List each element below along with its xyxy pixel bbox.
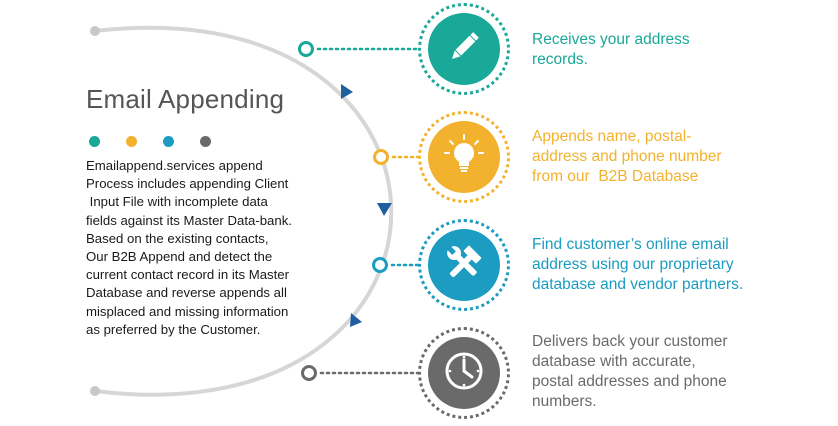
step-1-node bbox=[298, 41, 314, 57]
step-4-text: Delivers back your customer database wit… bbox=[532, 332, 728, 412]
step-2-icon-disc bbox=[428, 121, 500, 193]
step-3-node bbox=[372, 257, 388, 273]
description-line: misplaced and missing information bbox=[86, 303, 289, 319]
flow-arrow-3 bbox=[350, 313, 362, 327]
description-line: Process includes appending Client bbox=[86, 176, 289, 192]
description-line: Our B2B Append and detect the bbox=[86, 249, 273, 265]
step-4-icon-ring bbox=[418, 327, 510, 419]
step-4-line: numbers. bbox=[532, 393, 597, 410]
step-2-line: from our B2B Database bbox=[532, 168, 699, 185]
flow-arrow-2 bbox=[377, 203, 392, 216]
step-1-text: Receives your address records. bbox=[532, 30, 690, 70]
description-line: as preferred by the Customer. bbox=[86, 321, 261, 337]
pencil-icon bbox=[444, 27, 484, 72]
flow-arc bbox=[94, 25, 394, 397]
description-line: Input File with incomplete data bbox=[86, 194, 268, 210]
step-2-node bbox=[373, 149, 389, 165]
diagram-title: Email Appending bbox=[86, 84, 285, 114]
wrench-hammer-icon bbox=[442, 241, 486, 290]
gray-dot bbox=[200, 136, 211, 147]
step-3-text: Find customer’s online email address usi… bbox=[532, 235, 743, 295]
step-1-line: records. bbox=[532, 51, 588, 68]
step-4-line: Delivers back your customer bbox=[532, 333, 728, 350]
step-4-icon-disc bbox=[428, 337, 500, 409]
step-1-line: Receives your address bbox=[532, 31, 690, 48]
step-3-icon-ring bbox=[418, 219, 510, 311]
arc-start-dot bbox=[90, 26, 100, 36]
step-2-line: Appends name, postal- bbox=[532, 128, 692, 145]
step-1-icon-disc bbox=[428, 13, 500, 85]
teal-dot bbox=[89, 136, 100, 147]
flow-arrow-1 bbox=[341, 84, 353, 99]
clock-icon bbox=[442, 349, 486, 398]
step-4-node bbox=[301, 365, 317, 381]
step-3-line: Find customer’s online email bbox=[532, 236, 729, 253]
step-3-icon-disc bbox=[428, 229, 500, 301]
blue-dot bbox=[163, 136, 174, 147]
step-3-line: database and vendor partners. bbox=[532, 276, 744, 293]
step-3-line: address using our proprietary bbox=[532, 256, 734, 273]
orange-dot bbox=[126, 136, 137, 147]
description-text: Emailappend.services append Process incl… bbox=[86, 157, 326, 339]
description-line: Based on the existing contacts, bbox=[86, 230, 269, 246]
step-4-line: postal addresses and phone bbox=[532, 373, 727, 390]
description-line: Emailappend.services append bbox=[86, 158, 263, 173]
arc-end-dot bbox=[90, 386, 100, 396]
step-4-line: database with accurate, bbox=[532, 353, 696, 370]
color-dots bbox=[89, 136, 211, 147]
description-line: Database and reverse appends all bbox=[86, 285, 287, 301]
description-line: fields against its Master Data-bank. bbox=[86, 212, 292, 228]
step-2-line: address and phone number bbox=[532, 148, 722, 165]
lightbulb-icon bbox=[442, 133, 486, 182]
step-2-text: Appends name, postal- address and phone … bbox=[532, 127, 722, 187]
step-1-icon-ring bbox=[418, 3, 510, 95]
description-line: current contact record in its Master bbox=[86, 267, 290, 283]
step-2-icon-ring bbox=[418, 111, 510, 203]
